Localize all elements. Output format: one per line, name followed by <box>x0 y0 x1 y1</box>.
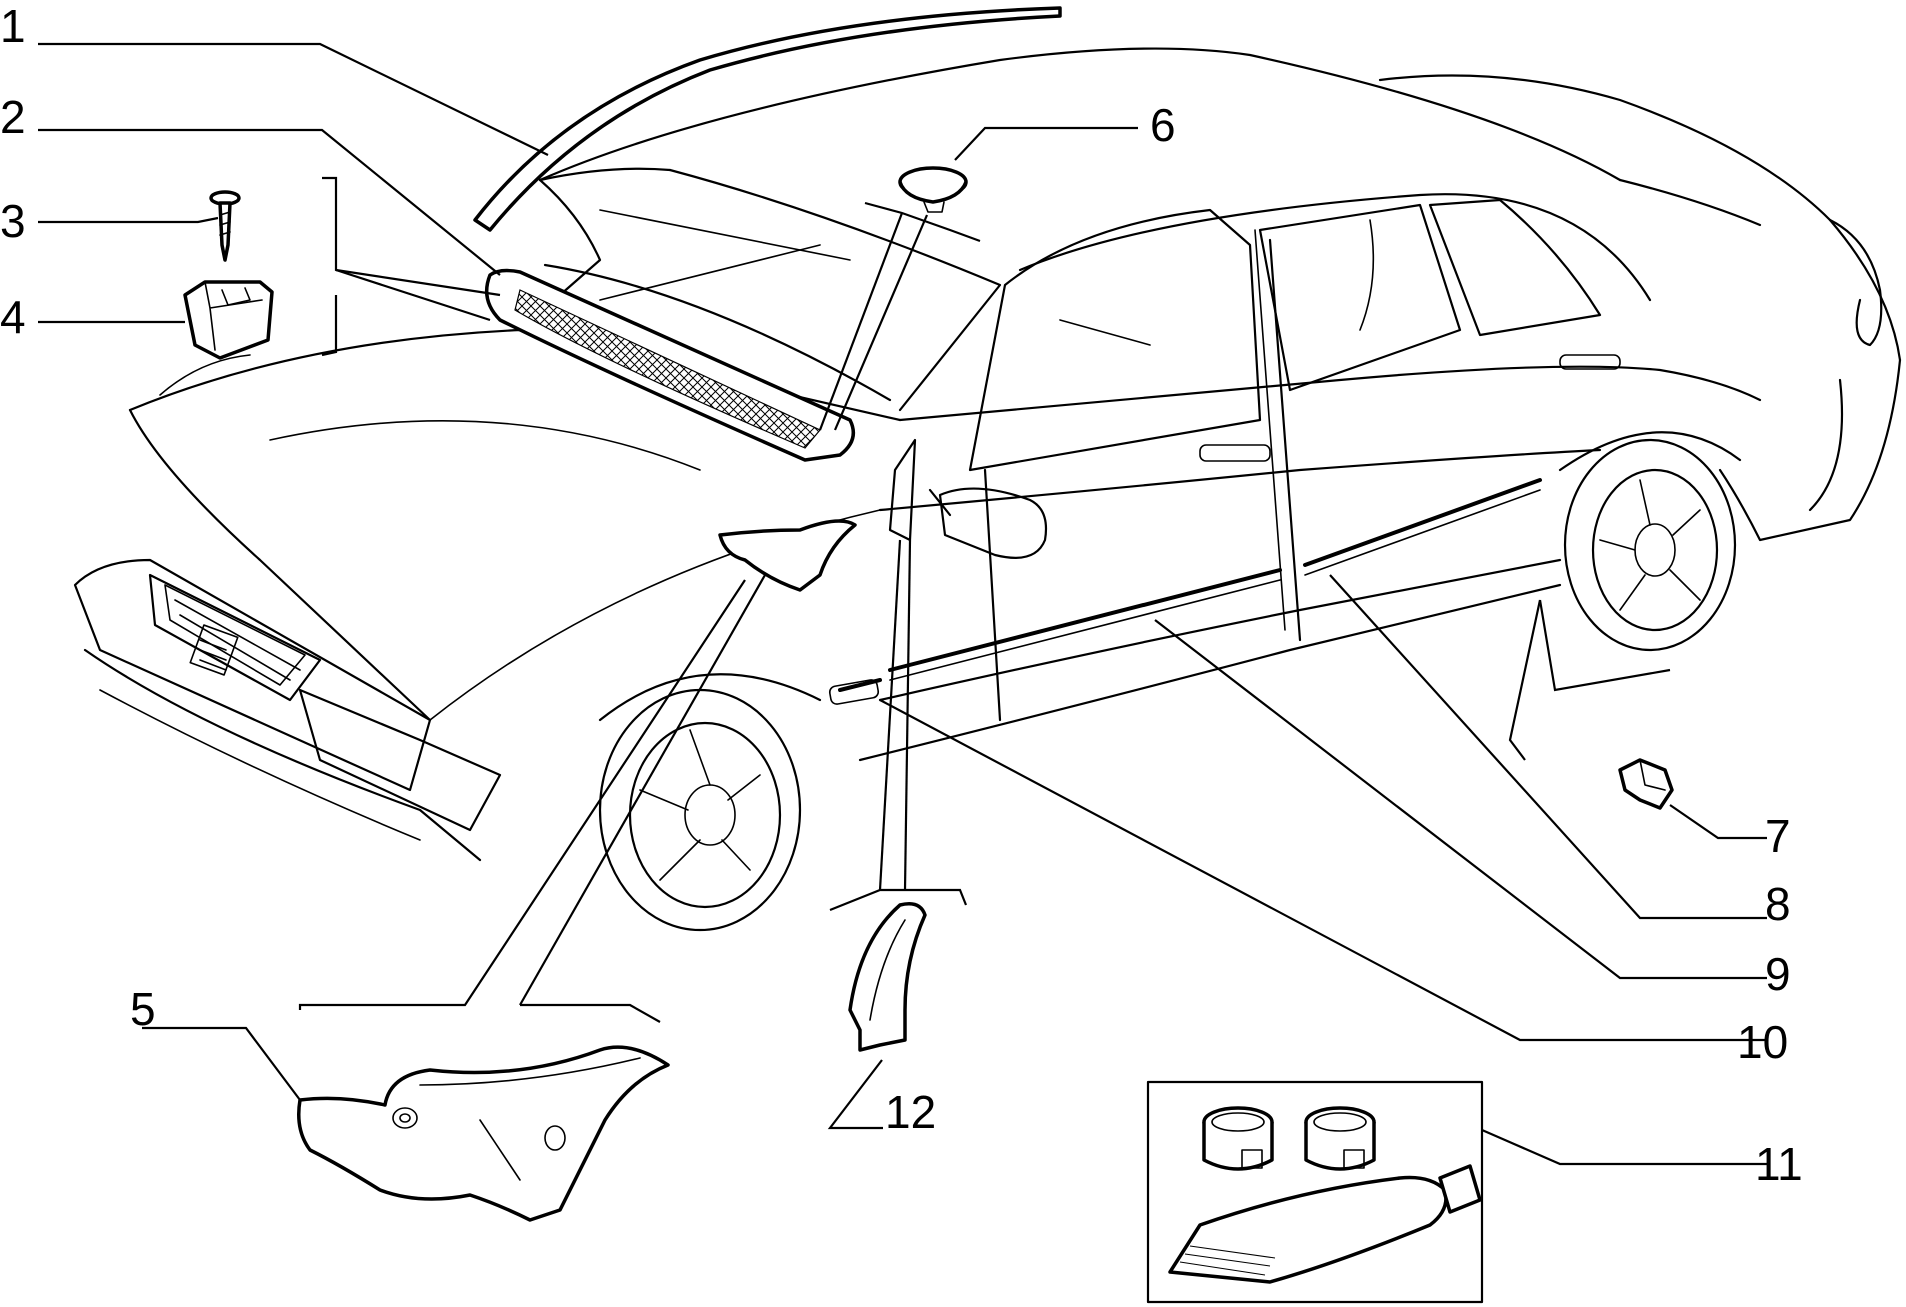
part-5-on-car <box>718 519 857 592</box>
leader-lines <box>38 42 1767 1166</box>
part-2-cowl-grille <box>484 268 856 462</box>
part-4-clip <box>183 280 274 360</box>
car-illustration <box>73 47 1902 932</box>
callout-7: 7 <box>1765 810 1791 862</box>
part-7-clip <box>1618 758 1674 810</box>
callout-8: 8 <box>1765 878 1791 930</box>
callout-6: 6 <box>1150 99 1176 151</box>
part-1-roof-moulding <box>473 6 1062 232</box>
callout-9: 9 <box>1765 948 1791 1000</box>
callout-12: 12 <box>885 1086 936 1138</box>
callout-4: 4 <box>0 291 26 343</box>
part-11-touch-up-kit <box>1146 1080 1484 1304</box>
callout-1: 1 <box>0 0 26 52</box>
callout-10: 10 <box>1737 1016 1788 1068</box>
part-6-plug <box>898 166 968 213</box>
paint-tube <box>1168 1164 1482 1284</box>
callout-labels: 1 2 3 4 5 6 7 8 9 10 11 12 <box>0 0 1803 1190</box>
callout-3: 3 <box>0 195 26 247</box>
part-3-screw <box>209 190 241 262</box>
part-5-inner-panel <box>297 1045 670 1222</box>
callout-2: 2 <box>0 91 26 143</box>
callout-11: 11 <box>1755 1138 1803 1190</box>
paint-pot-left <box>1202 1106 1274 1171</box>
callout-5: 5 <box>130 983 156 1035</box>
part-12-pillar-trim <box>848 902 927 1052</box>
paint-pot-right <box>1304 1106 1376 1171</box>
